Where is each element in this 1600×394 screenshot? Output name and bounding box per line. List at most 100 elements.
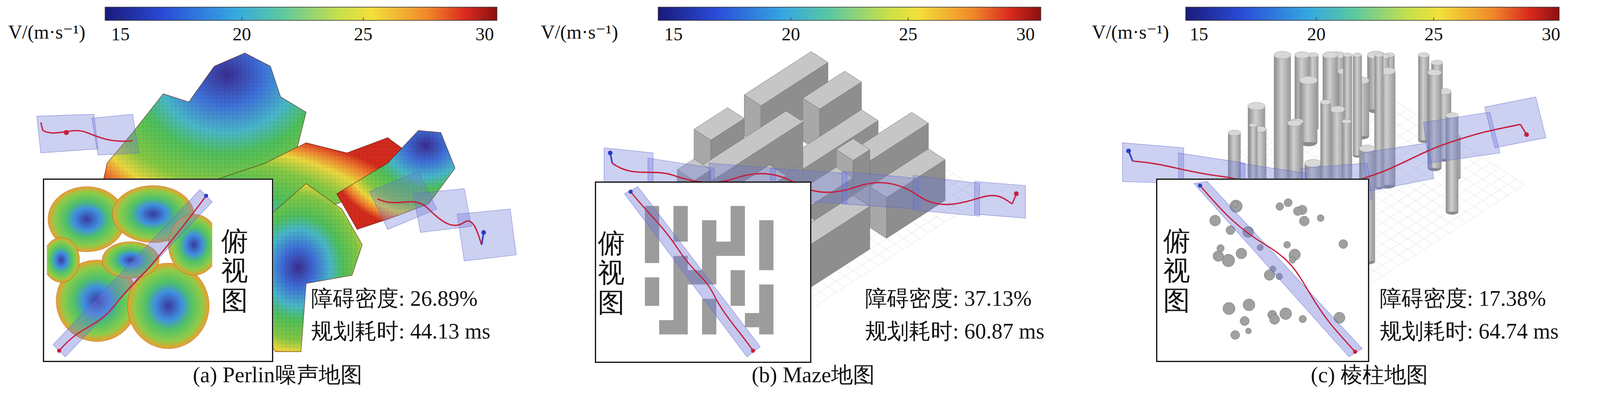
top-view-inset-part <box>594 181 812 364</box>
prism-top-view <box>1217 244 1225 253</box>
prism-top-view <box>1275 202 1284 211</box>
top-view-inset-part <box>1193 181 1363 357</box>
stat-text: 规划耗时: 60.87 ms <box>865 319 1045 345</box>
top-view-inset <box>42 178 274 363</box>
prism-top-view <box>1279 308 1292 320</box>
tick-value: 25 <box>353 23 373 46</box>
safe-corridor-part <box>1484 97 1547 148</box>
maze-block-top <box>730 205 745 257</box>
vertical-label: 俯视图 <box>597 229 625 318</box>
top-view-inset-part <box>1156 178 1370 363</box>
prism-body <box>1352 55 1362 156</box>
tick-value: 15 <box>664 23 683 46</box>
top-view-inset <box>594 181 812 364</box>
block-top <box>836 138 870 161</box>
prism-top-view <box>1243 299 1255 312</box>
prism-top <box>1431 60 1443 66</box>
tick-value: 20 <box>232 23 251 46</box>
top-view-inset <box>1156 178 1370 363</box>
top-view-inset-part <box>57 348 62 354</box>
panel-caption: (b) Maze地图 <box>751 362 875 389</box>
trajectory-part <box>1013 191 1019 197</box>
prism-top-view <box>1283 241 1291 249</box>
prism-top-view <box>1338 239 1348 249</box>
stat-text: 规划耗时: 44.13 ms <box>311 319 491 345</box>
tick-value: 20 <box>781 23 800 46</box>
tick-value: 30 <box>475 23 494 46</box>
top-view-inset-part-part <box>47 237 80 283</box>
tick-value: 25 <box>898 23 918 46</box>
prism-top-view <box>1289 257 1296 264</box>
stat-text: 障碍密度: 26.89% <box>311 286 478 312</box>
prism-top <box>1273 51 1291 59</box>
top-view-inset: 俯视图 <box>1156 178 1370 363</box>
top-view-inset-part <box>1200 185 1356 353</box>
trajectory-part <box>1524 132 1529 138</box>
prism-top <box>1299 76 1318 85</box>
prism-top <box>1329 105 1345 113</box>
top-view-inset-part <box>42 178 274 363</box>
trajectory-part <box>40 122 43 131</box>
maze-block-top <box>716 241 731 257</box>
prism-top <box>1287 120 1302 127</box>
prism-top <box>1374 52 1384 58</box>
vertical-label: 俯视图 <box>221 227 249 316</box>
top-view-inset: 俯视图 <box>42 178 274 363</box>
prism-top-view <box>1299 315 1307 323</box>
prism-top <box>1359 145 1376 153</box>
maze-block-top <box>644 277 660 307</box>
trajectory-part <box>42 130 133 142</box>
stat-text: 障碍密度: 17.38% <box>1379 286 1547 312</box>
colorbar-part <box>105 7 497 21</box>
prism-top-view <box>1317 214 1324 222</box>
trajectory-part <box>607 150 613 156</box>
top-view-inset-part <box>52 189 213 357</box>
top-view-inset-part <box>1353 350 1358 355</box>
safe-corridor-part <box>1362 142 1434 193</box>
prism-top-view <box>1240 316 1250 326</box>
prism-top-view <box>1269 314 1280 325</box>
prism-top <box>1247 102 1265 111</box>
tick-value: 20 <box>1306 23 1326 46</box>
prism-top-view <box>1293 207 1302 216</box>
prism-top <box>1227 129 1241 136</box>
vertical-label: 俯视图 <box>1163 227 1191 316</box>
panel-caption: (c) 棱柱地图 <box>1310 362 1429 389</box>
top-view-inset-part <box>59 195 207 352</box>
safe-corridor-part <box>974 181 1026 219</box>
top-view-inset-part <box>203 193 209 199</box>
prism-top <box>1322 51 1338 59</box>
safe-corridor-part <box>456 209 517 262</box>
tick-value: 15 <box>1189 23 1209 46</box>
colorbar-part <box>658 7 1041 21</box>
top-view-inset-part <box>624 186 761 357</box>
grid-line <box>1357 184 1525 293</box>
maze-block-top <box>759 284 774 335</box>
maze-block-top <box>759 220 774 271</box>
prism-top-view <box>1222 254 1235 267</box>
colorbar-part <box>1198 17 1551 21</box>
tick-value: 30 <box>1016 23 1035 46</box>
prism-top-view <box>1212 250 1224 262</box>
trajectory-part <box>377 198 482 245</box>
prism-top-view <box>1231 201 1239 208</box>
maze-block-top <box>730 270 745 307</box>
top-view-inset-part <box>1198 183 1203 188</box>
top-view-inset-part <box>630 191 753 352</box>
safe-corridor-part <box>91 114 139 156</box>
top-view-inset-part <box>750 348 756 354</box>
stat-text: 障碍密度: 37.13% <box>865 286 1032 312</box>
colorbar-title: V/(m·s⁻¹) <box>7 21 86 44</box>
trajectory-part <box>481 230 486 235</box>
prism-top <box>1341 119 1352 124</box>
colorbar-part <box>1185 7 1560 21</box>
tick-value: 25 <box>1424 23 1443 46</box>
panel-caption: (a) Perlin噪声地图 <box>192 362 363 389</box>
prism-top <box>1343 52 1352 58</box>
prism-top-view <box>1230 330 1240 340</box>
trajectory-part <box>63 129 69 135</box>
prism-top <box>1352 52 1362 58</box>
prism-top-view <box>1284 198 1293 207</box>
tick-value: 30 <box>1541 23 1561 46</box>
